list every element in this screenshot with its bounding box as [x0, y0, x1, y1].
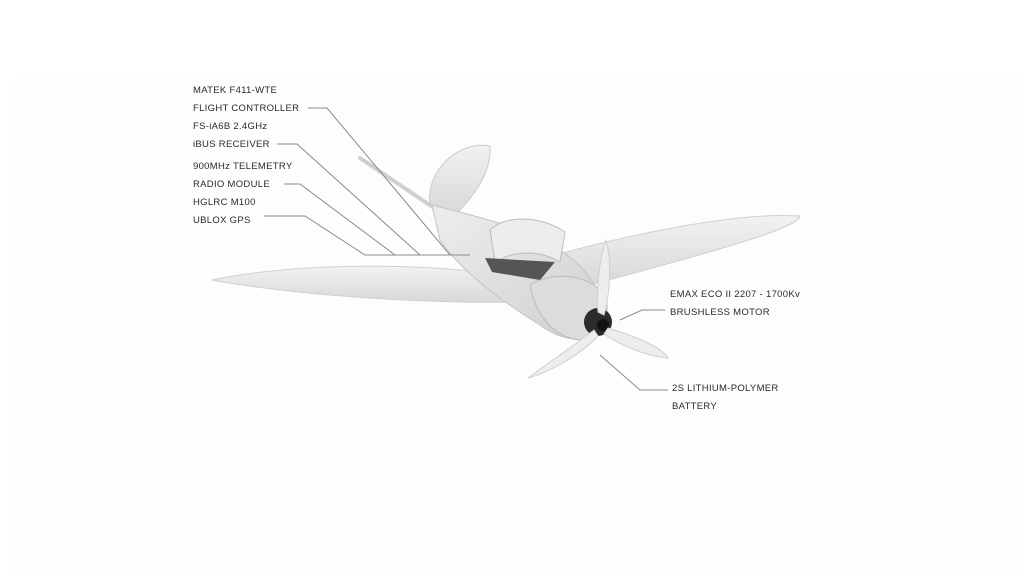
label-gps: HGLRC M100 UBLOX GPS	[193, 194, 256, 230]
leader-telemetry	[284, 183, 396, 256]
propeller-blade-left	[527, 329, 599, 379]
label-line: BRUSHLESS MOTOR	[670, 307, 770, 318]
propeller-blade-right	[603, 327, 669, 359]
electronics-bay	[485, 258, 555, 280]
canopy-hatch	[489, 218, 566, 263]
label-line: EMAX ECO II 2207 - 1700Kv	[670, 289, 801, 300]
label-battery: 2S LITHIUM-POLYMER BATTERY	[672, 380, 779, 416]
label-line: 900MHz TELEMETRY	[193, 161, 293, 172]
background-panel	[15, 75, 1024, 576]
label-line: FLIGHT CONTROLLER	[193, 103, 300, 114]
label-line: RADIO MODULE	[193, 179, 270, 190]
antenna	[358, 156, 442, 214]
motor-hub	[597, 319, 609, 331]
leader-receiver	[277, 143, 421, 256]
leader-gps	[264, 215, 470, 256]
label-line: 2S LITHIUM-POLYMER	[672, 383, 779, 394]
tail-fin	[429, 144, 491, 216]
label-receiver: FS-iA6B 2.4GHz iBUS RECEIVER	[193, 118, 270, 154]
leader-flight-controller	[308, 107, 451, 256]
left-wing	[211, 265, 521, 303]
right-wing	[553, 215, 801, 286]
label-line: HGLRC M100	[193, 197, 256, 208]
label-line: iBUS RECEIVER	[193, 139, 270, 150]
label-telemetry: 900MHz TELEMETRY RADIO MODULE	[193, 158, 292, 194]
label-flight-controller: MATEK F411-WTE FLIGHT CONTROLLER	[193, 82, 299, 118]
label-line: BATTERY	[672, 401, 718, 412]
label-motor: EMAX ECO II 2207 - 1700Kv BRUSHLESS MOTO…	[670, 286, 800, 322]
propeller-blade-top	[597, 238, 611, 316]
leader-motor	[619, 309, 665, 321]
label-line: MATEK F411-WTE	[193, 85, 278, 96]
leader-lines	[264, 107, 668, 391]
leader-battery	[599, 354, 668, 391]
label-line: FS-iA6B 2.4GHz	[193, 121, 268, 132]
label-line: UBLOX GPS	[193, 215, 251, 226]
